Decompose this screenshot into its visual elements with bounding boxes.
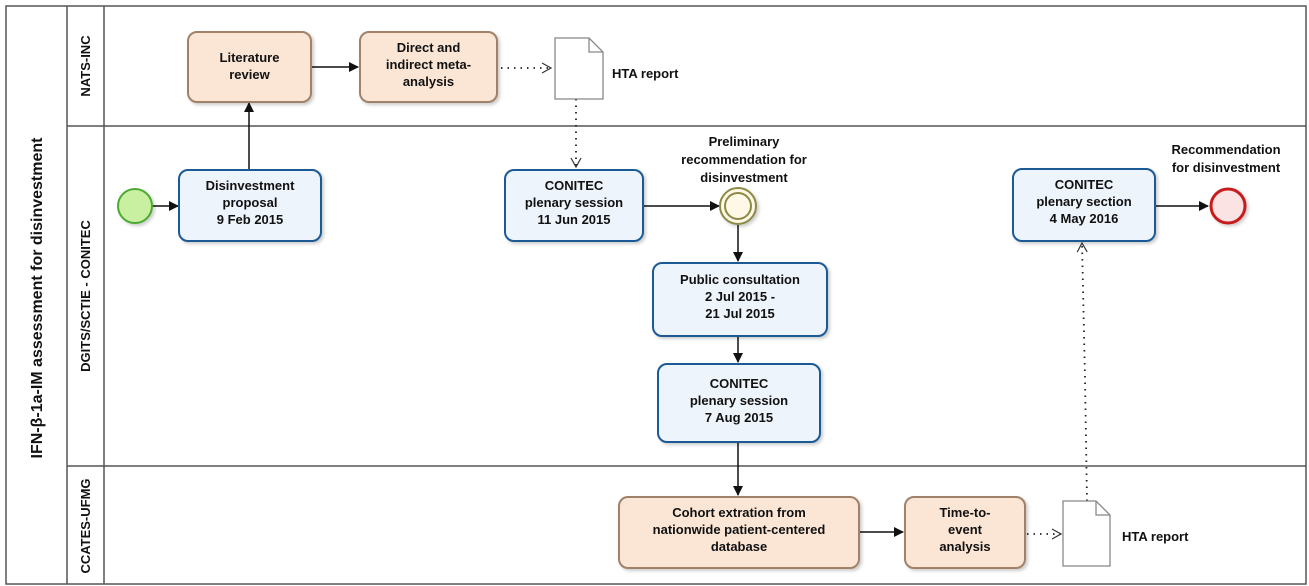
hta-report-label-top: HTA report	[612, 66, 679, 81]
task-literature-review: Literature review	[187, 31, 312, 103]
task-text: CONITEC	[1055, 177, 1114, 192]
start-event	[117, 188, 153, 224]
task-text: plenary section	[1036, 194, 1131, 209]
task-text: 11 Jun 2015	[538, 212, 611, 227]
hta-report-label-bottom: HTA report	[1122, 529, 1189, 544]
associations	[501, 62, 1088, 540]
task-disinvestment-proposal: Disinvestment proposal 9 Feb 2015	[178, 169, 322, 242]
task-text: 2 Jul 2015 -	[705, 289, 775, 304]
task-text: indirect meta-	[386, 57, 471, 72]
task-plenary-may-2016: CONITEC plenary section 4 May 2016	[1012, 168, 1156, 242]
lane-label-dgits: DGITS/SCTIE - CONITEC	[78, 220, 93, 372]
task-cohort-extraction: Cohort extration from nationwide patient…	[618, 496, 860, 569]
task-text: 4 May 2016	[1050, 211, 1119, 226]
task-text: database	[711, 539, 767, 554]
task-text: 9 Feb 2015	[217, 212, 284, 227]
task-text: CONITEC	[545, 178, 604, 193]
task-text: analysis	[939, 539, 990, 554]
intermediate-event	[719, 187, 757, 225]
task-text: plenary session	[690, 393, 788, 408]
task-text: CONITEC	[710, 376, 769, 391]
task-text: Disinvestment	[206, 178, 296, 193]
task-plenary-aug-2015: CONITEC plenary session 7 Aug 2015	[657, 363, 821, 443]
task-meta-analysis: Direct and indirect meta- analysis	[359, 31, 498, 103]
task-text: Direct and	[397, 40, 461, 55]
end-event	[1209, 187, 1247, 225]
preliminary-label-line-1: Preliminary	[709, 134, 781, 149]
lane-label-nats: NATS-INC	[78, 35, 93, 97]
pool-title: IFN-β-1a-IM assessment for disinvestment	[29, 137, 46, 459]
task-text: Cohort extration from	[672, 505, 806, 520]
final-label-line-1: Recommendation	[1171, 142, 1280, 157]
task-text: review	[229, 67, 270, 82]
task-text: plenary session	[525, 195, 623, 210]
task-plenary-jun-2015: CONITEC plenary session 11 Jun 2015	[504, 169, 644, 242]
task-text: 21 Jul 2015	[705, 306, 774, 321]
task-text: 7 Aug 2015	[705, 410, 773, 425]
hta-report-document-icon	[1062, 500, 1111, 567]
hta-report-document-icon	[554, 37, 604, 100]
task-text: Literature	[220, 50, 280, 65]
preliminary-label-line-3: disinvestment	[700, 170, 788, 185]
task-text: Public consultation	[680, 272, 800, 287]
task-time-to-event: Time-to- event analysis	[904, 496, 1026, 569]
task-public-consultation: Public consultation 2 Jul 2015 - 21 Jul …	[652, 262, 828, 337]
lane-label-ccates: CCATES-UFMG	[78, 478, 93, 573]
preliminary-label-line-2: recommendation for	[681, 152, 807, 167]
task-text: analysis	[403, 74, 454, 89]
task-text: Time-to-	[939, 505, 990, 520]
final-label-line-2: for disinvestment	[1172, 160, 1281, 175]
task-text: event	[948, 522, 983, 537]
connectors	[152, 62, 1209, 537]
task-text: nationwide patient-centered	[653, 522, 826, 537]
task-text: proposal	[223, 195, 278, 210]
